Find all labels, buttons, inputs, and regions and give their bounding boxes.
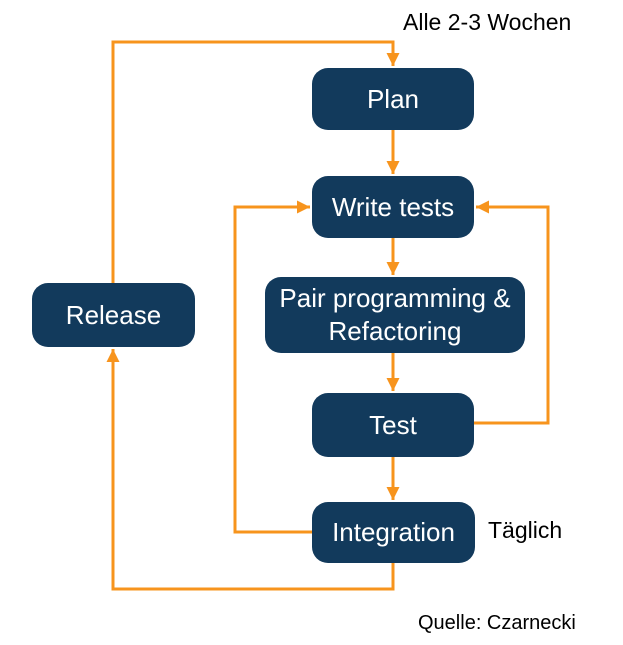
node-pair-programming-label: Pair programming & Refactoring (279, 283, 511, 346)
edge-integration-to-write-tests (233, 200, 312, 534)
annotation-cycle-interval: Alle 2-3 Wochen (403, 9, 572, 35)
annotation-source: Quelle: Czarnecki (418, 612, 576, 634)
node-write-tests-label: Write tests (331, 191, 455, 222)
node-integration: Integration (312, 502, 475, 563)
node-plan-label: Plan (366, 83, 420, 114)
node-write-tests: Write tests (312, 176, 474, 238)
node-test: Test (312, 393, 474, 457)
node-release: Release (32, 283, 195, 347)
node-pair-programming: Pair programming & Refactoring (265, 277, 525, 353)
annotation-daily: Täglich (488, 517, 563, 543)
node-plan: Plan (312, 68, 474, 130)
node-release-label: Release (65, 299, 162, 330)
node-integration-label: Integration (332, 517, 455, 547)
node-test-label: Test (369, 409, 417, 440)
